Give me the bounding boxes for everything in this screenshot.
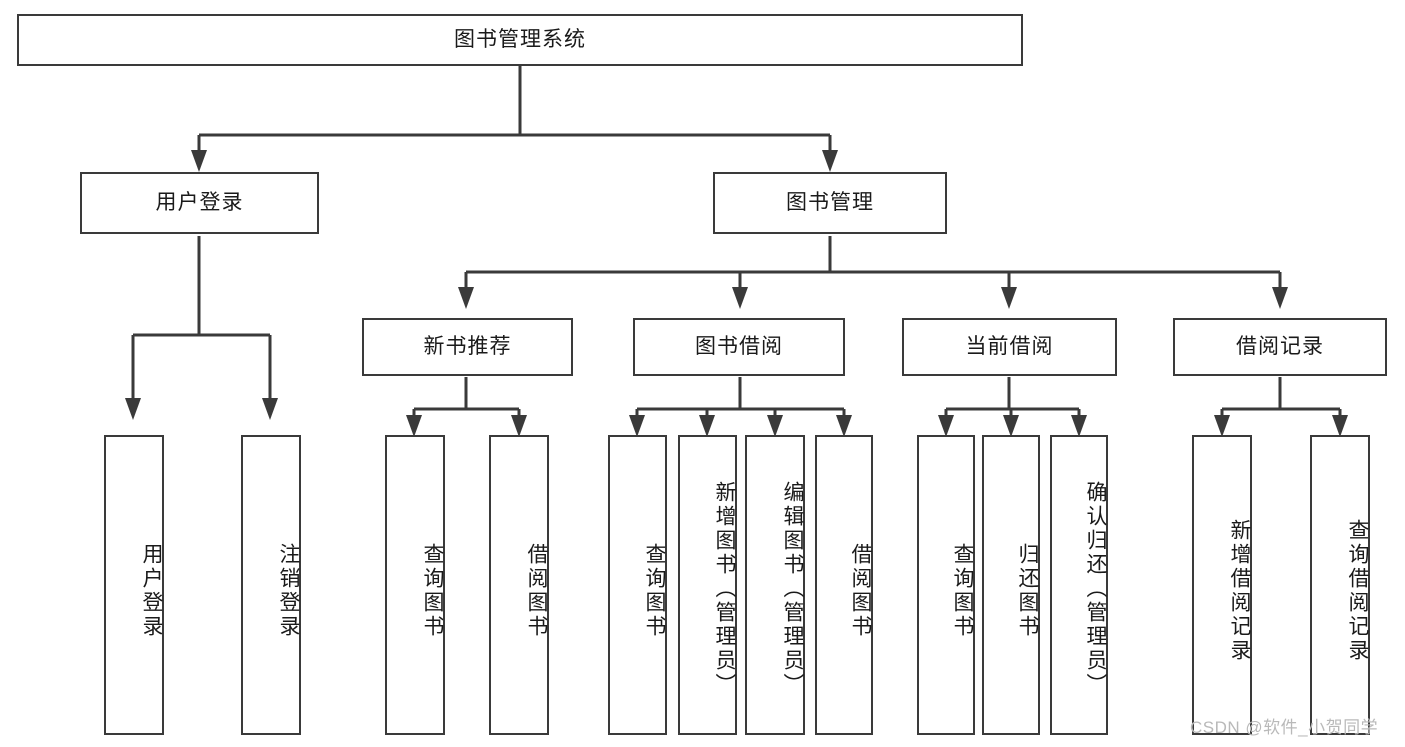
node-current-borrow[interactable]: 当前借阅 (902, 318, 1117, 376)
leaf-query-borrow-record-label: 查询借阅记录 (1346, 519, 1369, 663)
arrowhead-b1 (629, 415, 645, 437)
node-book-borrow-label: 图书借阅 (695, 335, 783, 359)
leaf-query-book-borrow[interactable]: 查询图书 (608, 435, 667, 735)
node-new-book-recommend-label: 新书推荐 (423, 335, 512, 359)
node-root-label: 图书管理系统 (454, 28, 586, 52)
node-book-management[interactable]: 图书管理 (713, 172, 947, 234)
leaf-borrow-book[interactable]: 借阅图书 (815, 435, 873, 735)
node-borrow-record-label: 借阅记录 (1236, 335, 1324, 359)
leaf-logout[interactable]: 注销登录 (241, 435, 301, 735)
arrowhead-borrow (732, 287, 748, 309)
arrowhead-bookmgmt (822, 150, 838, 172)
arrowhead-u2 (262, 398, 278, 420)
node-book-borrow[interactable]: 图书借阅 (633, 318, 845, 376)
arrowhead-r2 (1332, 415, 1348, 437)
arrowhead-r1 (1214, 415, 1230, 437)
watermark: CSDN @软件_小贺同学 (1190, 718, 1379, 737)
arrowhead-record (1272, 287, 1288, 309)
leaf-confirm-return-admin[interactable]: 确认归还（管理员） (1050, 435, 1108, 735)
leaf-borrow-book-label: 借阅图书 (849, 543, 872, 639)
arrowhead-u1 (125, 398, 141, 420)
leaf-edit-book-admin-label: 编辑图书（管理员） (781, 481, 804, 697)
leaf-query-book-current[interactable]: 查询图书 (917, 435, 975, 735)
leaf-add-borrow-record[interactable]: 新增借阅记录 (1192, 435, 1252, 735)
arrowhead-c1 (938, 415, 954, 437)
leaf-query-borrow-record[interactable]: 查询借阅记录 (1310, 435, 1370, 735)
arrowhead-n2 (511, 415, 527, 437)
leaf-query-book-recommend-label: 查询图书 (421, 543, 444, 639)
leaf-add-book-admin-label: 新增图书（管理员） (713, 481, 736, 697)
leaf-borrow-book-recommend[interactable]: 借阅图书 (489, 435, 549, 735)
leaf-query-book-current-label: 查询图书 (951, 543, 974, 639)
node-new-book-recommend[interactable]: 新书推荐 (362, 318, 573, 376)
leaf-user-login[interactable]: 用户登录 (104, 435, 164, 735)
leaf-add-borrow-record-label: 新增借阅记录 (1228, 519, 1251, 663)
node-borrow-record[interactable]: 借阅记录 (1173, 318, 1387, 376)
node-book-management-label: 图书管理 (786, 191, 874, 215)
arrowhead-c3 (1071, 415, 1087, 437)
arrowhead-n1 (406, 415, 422, 437)
leaf-logout-label: 注销登录 (277, 543, 300, 639)
leaf-confirm-return-admin-label: 确认归还（管理员） (1084, 481, 1107, 697)
node-user-login-label: 用户登录 (155, 191, 244, 215)
leaf-edit-book-admin[interactable]: 编辑图书（管理员） (745, 435, 805, 735)
leaf-return-book-label: 归还图书 (1016, 543, 1039, 639)
node-user-login[interactable]: 用户登录 (80, 172, 319, 234)
arrowhead-b4 (836, 415, 852, 437)
leaf-query-book-borrow-label: 查询图书 (643, 543, 666, 639)
node-current-borrow-label: 当前借阅 (965, 335, 1054, 359)
arrowhead-b3 (767, 415, 783, 437)
leaf-return-book[interactable]: 归还图书 (982, 435, 1040, 735)
leaf-query-book-recommend[interactable]: 查询图书 (385, 435, 445, 735)
leaf-add-book-admin[interactable]: 新增图书（管理员） (678, 435, 737, 735)
arrowhead-newbook (458, 287, 474, 309)
node-root[interactable]: 图书管理系统 (17, 14, 1023, 66)
arrowhead-b2 (699, 415, 715, 437)
arrowhead-userlogin (191, 150, 207, 172)
arrowhead-current (1001, 287, 1017, 309)
arrowhead-c2 (1003, 415, 1019, 437)
leaf-user-login-label: 用户登录 (140, 543, 163, 639)
leaf-borrow-book-recommend-label: 借阅图书 (525, 543, 548, 639)
